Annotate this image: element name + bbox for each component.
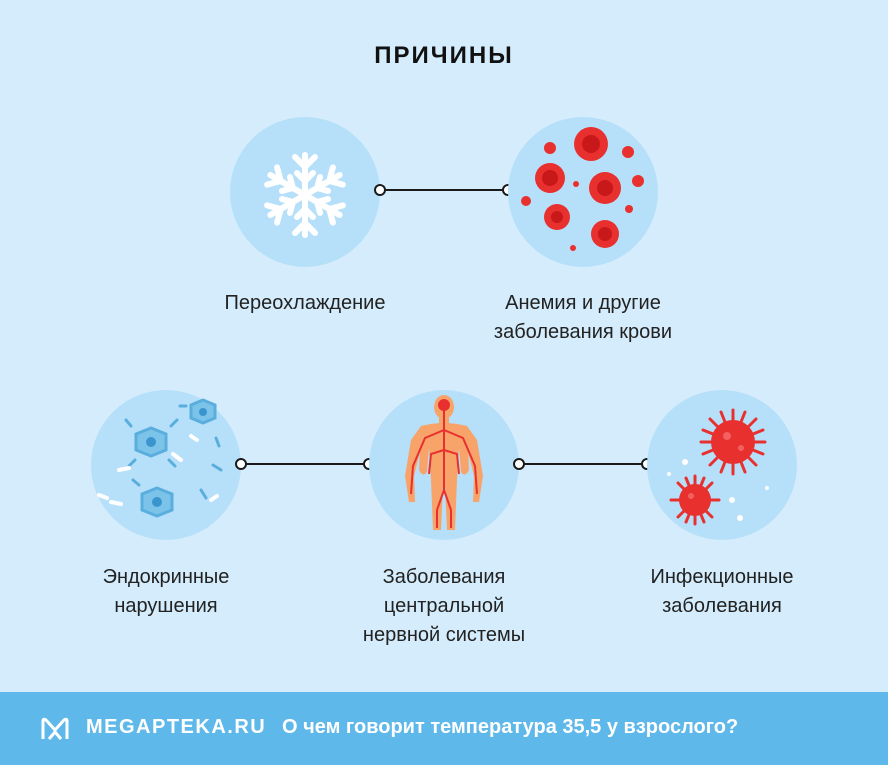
cause-label-cns: Заболевания центральной нервной системы [362,566,526,646]
connector-dot [374,184,386,196]
cause-circle-anemia [508,117,658,267]
connector-row1 [374,184,514,196]
virus-icon [667,408,769,526]
footer-banner: MEGAPTEKA.RU О чем говорит температура 3… [0,692,888,765]
megapteka-logo-icon [41,717,69,740]
nervous-system-icon [405,395,483,530]
connector-dot [235,458,247,470]
blood-cells-icon [521,127,644,251]
brand-name[interactable]: MEGAPTEKA.RU [86,716,267,738]
cause-label-hypothermia: Переохлаждение [224,292,386,314]
cause-label-endocrine: Эндокринные нарушения [102,566,230,617]
snowflake-icon [264,152,346,238]
connector-row2-left [235,458,375,470]
cause-circle-infection [647,390,797,540]
endocrine-cells-icon [97,398,223,518]
article-title[interactable]: О чем говорит температура 35,5 у взросло… [282,716,739,738]
cause-label-anemia: Анемия и другие заболевания крови [493,292,673,343]
cause-circle-endocrine [91,390,241,540]
connector-row2-right [513,458,653,470]
connector-dot [513,458,525,470]
cause-circle-hypothermia [230,117,380,267]
cause-label-infection: Инфекционные заболевания [650,566,794,617]
cause-circle-cns [369,390,519,540]
page-title: ПРИЧИНЫ [374,42,514,69]
